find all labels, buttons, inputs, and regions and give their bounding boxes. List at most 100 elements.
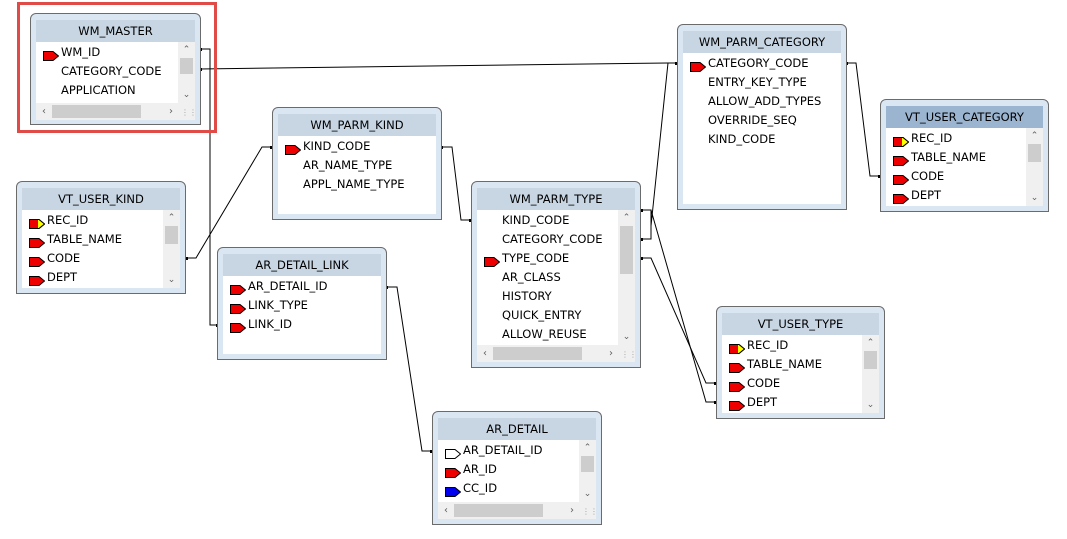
column-row[interactable]: CC_ID	[438, 479, 596, 498]
relationship-line[interactable]	[641, 257, 716, 384]
table-header[interactable]: VT_USER_KIND	[22, 188, 180, 210]
column-row[interactable]: HISTORY	[477, 287, 635, 306]
column-row[interactable]: APPL_NAME_TYPE	[278, 175, 436, 194]
column-row[interactable]: ENTRY_KEY_TYPE	[683, 73, 841, 92]
vertical-scrollbar[interactable]: ⌃ ⌄	[862, 335, 879, 413]
column-row[interactable]: DEPT	[22, 268, 180, 287]
scroll-left-icon[interactable]: ‹	[483, 348, 487, 359]
relationship-line[interactable]	[650, 209, 716, 403]
table-header[interactable]: AR_DETAIL	[438, 418, 596, 440]
column-row[interactable]: CATEGORY_CODE	[477, 230, 635, 249]
column-row[interactable]: CODE	[22, 249, 180, 268]
scroll-thumb[interactable]	[1028, 144, 1041, 162]
relationship-line[interactable]	[650, 62, 677, 227]
table-header[interactable]: WM_PARM_KIND	[278, 114, 436, 136]
column-row[interactable]: ALLOW_REUSE	[477, 325, 635, 344]
scroll-left-icon[interactable]: ‹	[444, 505, 448, 516]
column-row[interactable]: TABLE_NAME	[22, 230, 180, 249]
scroll-thumb[interactable]	[52, 105, 141, 118]
column-row[interactable]: KIND_CODE	[278, 137, 436, 156]
scroll-down-icon[interactable]: ⌄	[1030, 193, 1039, 203]
table-header[interactable]: WM_PARM_TYPE	[477, 188, 635, 210]
table-header[interactable]: VT_USER_CATEGORY	[886, 106, 1043, 128]
relationship-line[interactable]	[386, 286, 432, 452]
column-row[interactable]: AR_NAME_TYPE	[278, 156, 436, 175]
column-row[interactable]: DEPT	[886, 186, 1043, 205]
column-row[interactable]: REC_ID	[886, 129, 1043, 148]
column-row[interactable]: QUICK_ENTRY	[477, 306, 635, 325]
column-row[interactable]: CODE	[886, 167, 1043, 186]
column-row[interactable]: KIND_CODE	[477, 211, 635, 230]
vertical-scrollbar[interactable]: ⌃ ⌄	[163, 210, 180, 288]
column-row[interactable]: AR_CLASS	[477, 268, 635, 287]
column-row[interactable]: KIND_CODE	[683, 130, 841, 149]
column-row[interactable]: AR_DETAIL_ID	[438, 441, 596, 460]
scroll-up-icon[interactable]: ⌃	[583, 443, 592, 453]
column-row[interactable]: CATEGORY_CODE	[36, 62, 195, 81]
scroll-down-icon[interactable]: ⌄	[866, 400, 875, 410]
vertical-scrollbar[interactable]: ⌃ ⌄	[178, 42, 195, 103]
scroll-thumb[interactable]	[864, 351, 877, 369]
scroll-thumb[interactable]	[165, 226, 178, 244]
scroll-thumb[interactable]	[581, 456, 594, 472]
scroll-up-icon[interactable]: ⌃	[866, 338, 875, 348]
column-row[interactable]: DEPT	[722, 393, 879, 412]
relationship-line[interactable]	[200, 48, 218, 326]
column-row[interactable]: ALLOW_ADD_TYPES	[683, 92, 841, 111]
column-row[interactable]: CATEGORY_CODE	[683, 54, 841, 73]
column-row[interactable]: APPLICATION	[36, 81, 195, 100]
relationship-line[interactable]	[199, 62, 669, 70]
scroll-up-icon[interactable]: ⌃	[622, 213, 631, 223]
resize-grip-icon[interactable]: ⋮⋮	[581, 502, 596, 519]
column-row[interactable]: TYPE_CODE	[477, 249, 635, 268]
scroll-up-icon[interactable]: ⌃	[1030, 131, 1039, 141]
table-header[interactable]: WM_PARM_CATEGORY	[683, 31, 841, 53]
table-header[interactable]: WM_MASTER	[36, 20, 195, 42]
scroll-down-icon[interactable]: ⌄	[583, 489, 592, 499]
column-row[interactable]: TABLE_NAME	[886, 148, 1043, 167]
resize-grip-icon[interactable]: ⋮⋮	[180, 103, 195, 120]
column-row[interactable]: WM_ID	[36, 43, 195, 62]
scroll-thumb[interactable]	[620, 226, 633, 274]
table-header[interactable]: AR_DETAIL_LINK	[223, 254, 381, 276]
scroll-up-icon[interactable]: ⌃	[167, 213, 176, 223]
scroll-down-icon[interactable]: ⌄	[182, 90, 191, 100]
column-row[interactable]: AR_ID	[438, 460, 596, 479]
scroll-left-icon[interactable]: ‹	[42, 106, 46, 117]
horizontal-scrollbar[interactable]: ‹ ›	[36, 103, 180, 120]
relationship-line[interactable]	[186, 146, 272, 259]
horizontal-scrollbar[interactable]: ‹ ›	[477, 345, 620, 362]
scroll-thumb[interactable]	[454, 504, 543, 517]
column-row[interactable]: CODE	[722, 374, 879, 393]
scroll-thumb[interactable]	[493, 347, 582, 360]
scroll-up-icon[interactable]: ⌃	[182, 45, 191, 55]
scroll-down-icon[interactable]: ⌄	[622, 332, 631, 342]
column-row[interactable]: AR_DETAIL_ID	[223, 277, 381, 296]
relationship-line[interactable]	[846, 62, 880, 177]
table-header[interactable]: VT_USER_TYPE	[722, 313, 879, 335]
scroll-right-icon[interactable]: ›	[169, 106, 173, 117]
vertical-scrollbar[interactable]: ⌃ ⌄	[618, 210, 635, 345]
column-row[interactable]: TABLE_NAME	[722, 355, 879, 374]
column-row[interactable]: OVERRIDE_SEQ	[683, 111, 841, 130]
scroll-right-icon[interactable]: ›	[609, 348, 613, 359]
resize-grip-icon[interactable]: ⋮⋮	[620, 345, 635, 362]
column-row[interactable]: LINK_ID	[223, 315, 381, 334]
